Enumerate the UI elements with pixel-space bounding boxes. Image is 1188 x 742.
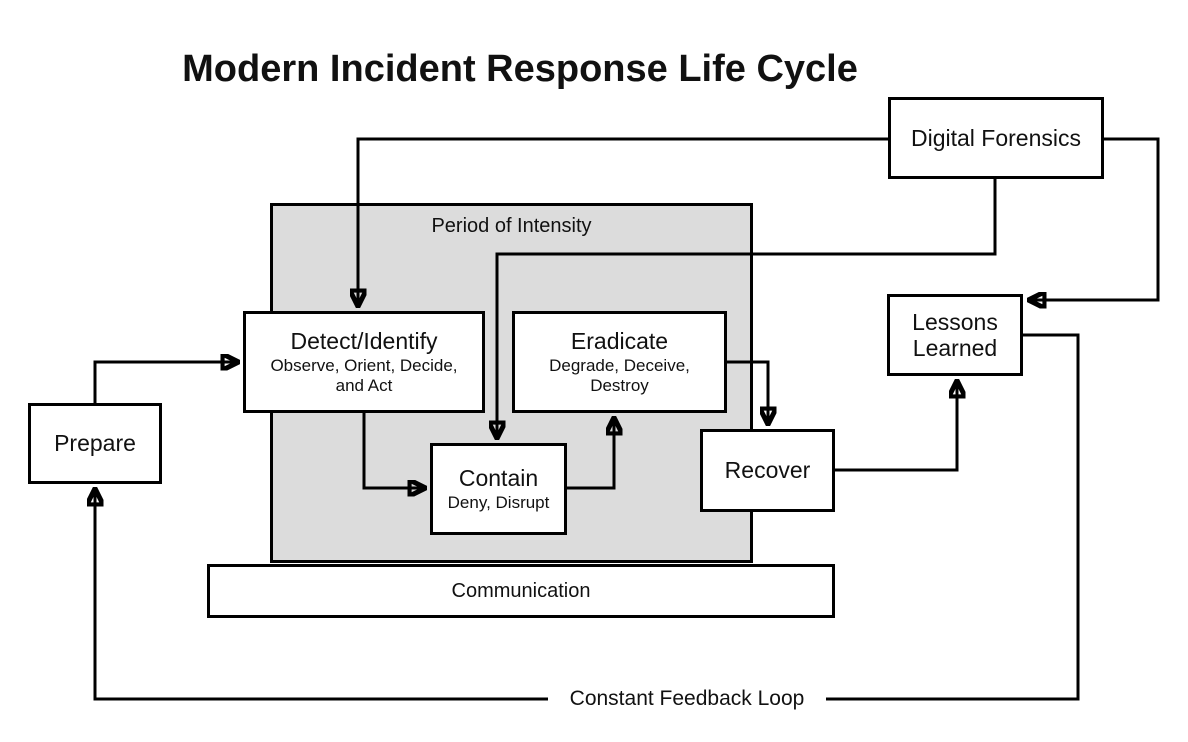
feedback-loop-label: Constant Feedback Loop bbox=[569, 687, 805, 710]
arrow-eradicate-to-recover bbox=[727, 360, 768, 423]
communication-bar: Communication bbox=[207, 564, 835, 618]
arrow-recover-to-lessons bbox=[835, 382, 957, 472]
node-prepare-label: Prepare bbox=[54, 430, 136, 457]
arrow-feedback-to-prepare bbox=[95, 490, 548, 701]
node-recover: Recover bbox=[700, 429, 835, 512]
node-recover-label: Recover bbox=[724, 457, 811, 484]
arrow-contain-to-eradicate bbox=[567, 419, 614, 490]
node-digital-forensics-label: Digital Forensics bbox=[911, 124, 1081, 151]
arrow-detect-to-contain bbox=[362, 413, 424, 488]
node-digital-forensics: Digital Forensics bbox=[888, 97, 1104, 179]
node-detect-identify-label: Detect/Identify bbox=[290, 327, 438, 354]
arrow-forensics-to-lessons bbox=[1030, 137, 1160, 300]
arrow-forensics-to-detect bbox=[358, 137, 888, 305]
node-contain-label: Contain bbox=[458, 464, 539, 491]
node-eradicate-sublabel: Degrade, Deceive, Destroy bbox=[549, 356, 690, 396]
node-detect-identify: Detect/Identify Observe, Orient, Decide,… bbox=[243, 311, 485, 413]
period-of-intensity-label: Period of Intensity bbox=[431, 215, 592, 237]
communication-label: Communication bbox=[451, 579, 591, 602]
node-contain: Contain Deny, Disrupt bbox=[430, 443, 567, 535]
node-eradicate-label: Eradicate bbox=[570, 327, 669, 354]
diagram-title: Modern Incident Response Life Cycle bbox=[182, 48, 858, 90]
arrow-forensics-to-contain bbox=[497, 178, 997, 437]
feedback-loop-line-right bbox=[826, 333, 1080, 701]
node-lessons-learned: Lessons Learned bbox=[887, 294, 1023, 376]
node-eradicate: Eradicate Degrade, Deceive, Destroy bbox=[512, 311, 727, 413]
node-detect-identify-sublabel: Observe, Orient, Decide, and Act bbox=[270, 356, 458, 396]
arrow-prepare-to-detect bbox=[93, 362, 237, 403]
node-lessons-learned-label: Lessons Learned bbox=[912, 308, 998, 361]
node-prepare: Prepare bbox=[28, 403, 162, 484]
node-contain-sublabel: Deny, Disrupt bbox=[447, 493, 550, 513]
